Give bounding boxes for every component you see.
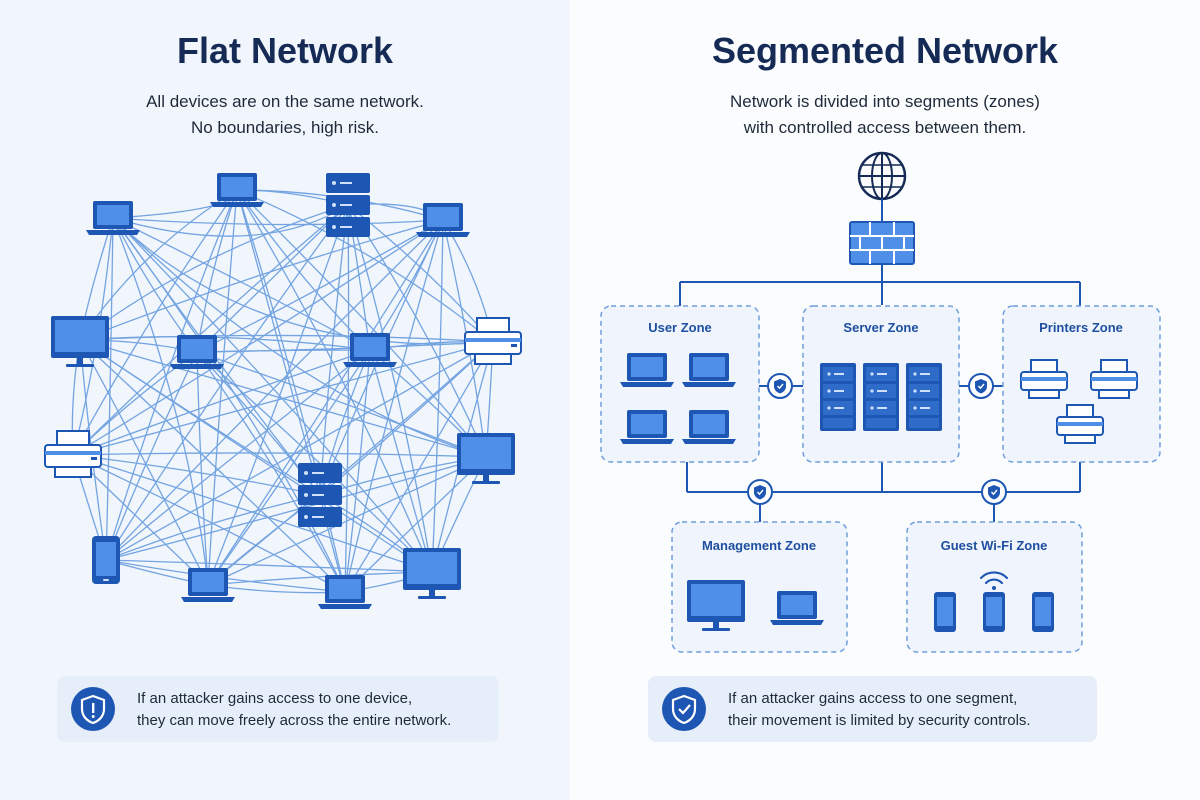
management-zone: Management Zone (671, 521, 848, 653)
laptop-icon (181, 568, 235, 602)
mesh-connections (71, 189, 494, 594)
phone-icon (1032, 592, 1054, 632)
laptop-icon (318, 575, 372, 609)
guest-wifi-zone: Guest Wi-Fi Zone (906, 521, 1083, 653)
phone-icon (92, 536, 120, 584)
server-icon (298, 463, 342, 527)
globe-icon (857, 151, 907, 201)
printer-icon (44, 430, 102, 478)
segmented-network-subtitle-line2: with controlled access between them. (743, 118, 1027, 137)
firewall-icon (849, 221, 915, 265)
server-zone: Server Zone (802, 305, 960, 463)
server-rack-icon (906, 363, 942, 431)
flat-network-subtitle-line1: All devices are on the same network. (146, 92, 424, 111)
segmented-network-title: Segmented Network (711, 30, 1059, 71)
flat-network-subtitle-line2: No boundaries, high risk. (190, 118, 380, 137)
server-rack-icon (863, 363, 899, 431)
wifi-icon (979, 571, 1009, 590)
user-zone: User Zone (600, 305, 760, 463)
shield-check-icon (662, 687, 706, 731)
printers-zone-label: Printers Zone (1039, 320, 1123, 335)
flat-network-diagram (44, 173, 522, 609)
segmented-network-panel: Segmented Network Network is divided int… (570, 0, 1200, 800)
server-zone-label: Server Zone (843, 320, 918, 335)
segmented-network-subtitle-line1: Network is divided into segments (zones) (730, 92, 1040, 111)
phone-icon (983, 592, 1005, 632)
monitor-icon (403, 548, 461, 599)
management-zone-label: Management Zone (702, 538, 816, 553)
printer-icon (464, 317, 522, 365)
flat-note-line1: If an attacker gains access to one devic… (137, 690, 413, 707)
segmented-network-diagram: User Zone Server Zone Printers Zone Mana… (600, 151, 1161, 653)
laptop-icon (343, 333, 397, 367)
segmented-note-line1: If an attacker gains access to one segme… (728, 690, 1018, 707)
server-icon (326, 173, 370, 237)
flat-network-panel: Flat Network All devices are on the same… (0, 0, 570, 800)
guest-wifi-zone-label: Guest Wi-Fi Zone (941, 538, 1048, 553)
security-control-shield-icon (767, 373, 793, 399)
phone-icon (934, 592, 956, 632)
segmented-network-note: If an attacker gains access to one segme… (648, 676, 1097, 742)
security-control-shield-icon (981, 479, 1007, 505)
security-control-shield-icon (968, 373, 994, 399)
flat-note-line2: they can move freely across the entire n… (137, 712, 452, 729)
user-zone-label: User Zone (648, 320, 712, 335)
segmented-note-line2: their movement is limited by security co… (728, 712, 1031, 729)
server-rack-icon (820, 363, 856, 431)
flat-network-risk-note: If an attacker gains access to one devic… (57, 676, 499, 742)
security-control-shield-icon (747, 479, 773, 505)
shield-alert-icon (71, 687, 115, 731)
printers-zone: Printers Zone (1002, 305, 1161, 463)
flat-network-title: Flat Network (176, 30, 394, 71)
